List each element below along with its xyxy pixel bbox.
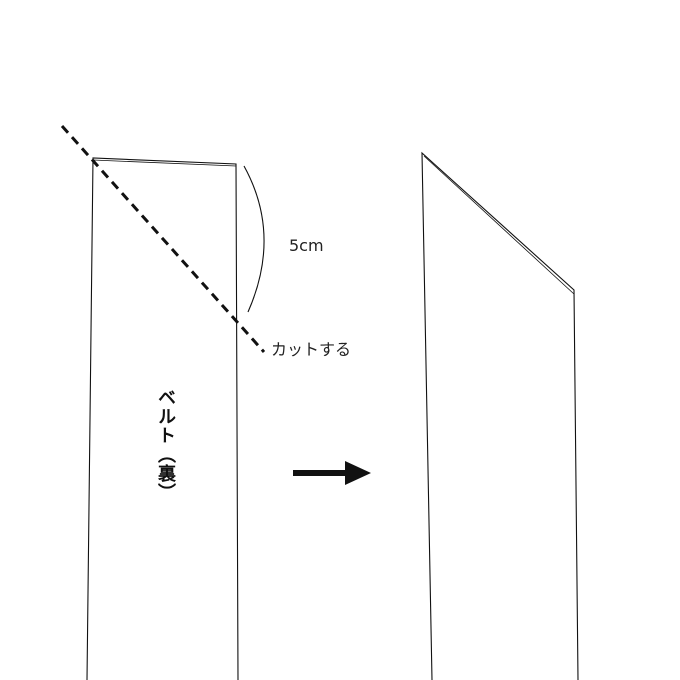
cut-instruction-label: カットする: [271, 340, 352, 359]
belt-strip-before-top-edge-double: [92, 159, 237, 167]
belt-strip-after-outline: [421, 151, 579, 680]
belt-side-label: ベルト（裏）: [155, 388, 176, 502]
belt-strip-after: [421, 151, 579, 680]
cut-line-dashed: [60, 125, 266, 353]
measurement-label: 5cm: [289, 236, 324, 255]
belt-strip-before-outline: [86, 157, 239, 680]
belt-strip-before: [86, 157, 239, 680]
belt-strip-after-top-edge-double: [423, 155, 575, 295]
right-arrow-icon: [293, 461, 371, 485]
measurement-arc: [243, 165, 265, 313]
